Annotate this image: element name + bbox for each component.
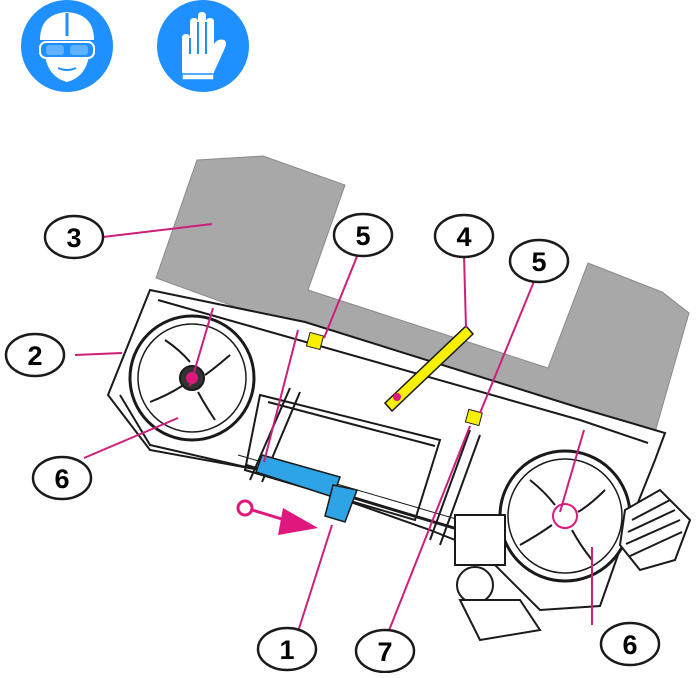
blade-guide-yellow (383, 324, 475, 413)
callout-label: 4 (456, 222, 471, 252)
callout-label: 5 (531, 247, 546, 277)
protective-gloves-icon (157, 0, 249, 92)
callout-2: 2 (4, 332, 66, 378)
safety-goggles-helmet-icon (21, 0, 113, 92)
guide-pad-left (305, 331, 325, 351)
gearbox (454, 514, 542, 642)
motor (618, 488, 692, 572)
callout-5a: 5 (332, 212, 394, 258)
right-wheel (498, 449, 632, 583)
callout-6b: 6 (599, 621, 661, 667)
callout-label: 6 (54, 464, 69, 494)
callout-3: 3 (43, 214, 105, 260)
callout-1: 1 (256, 626, 318, 672)
callout-5b: 5 (508, 238, 570, 284)
callout-6a: 6 (31, 455, 93, 501)
callout-label: 1 (279, 635, 294, 665)
callout-4: 4 (433, 213, 495, 259)
callout-label: 6 (622, 630, 637, 660)
guide-pad-right (464, 408, 483, 427)
callout-7: 7 (354, 628, 416, 674)
leader-lines (74, 223, 593, 639)
callout-label: 2 (27, 341, 42, 371)
callout-label: 3 (66, 223, 81, 253)
callout-label: 5 (355, 221, 370, 251)
vise-jaw (255, 454, 359, 523)
feed-direction-arrow-icon (236, 499, 318, 535)
callout-label: 7 (377, 637, 392, 667)
